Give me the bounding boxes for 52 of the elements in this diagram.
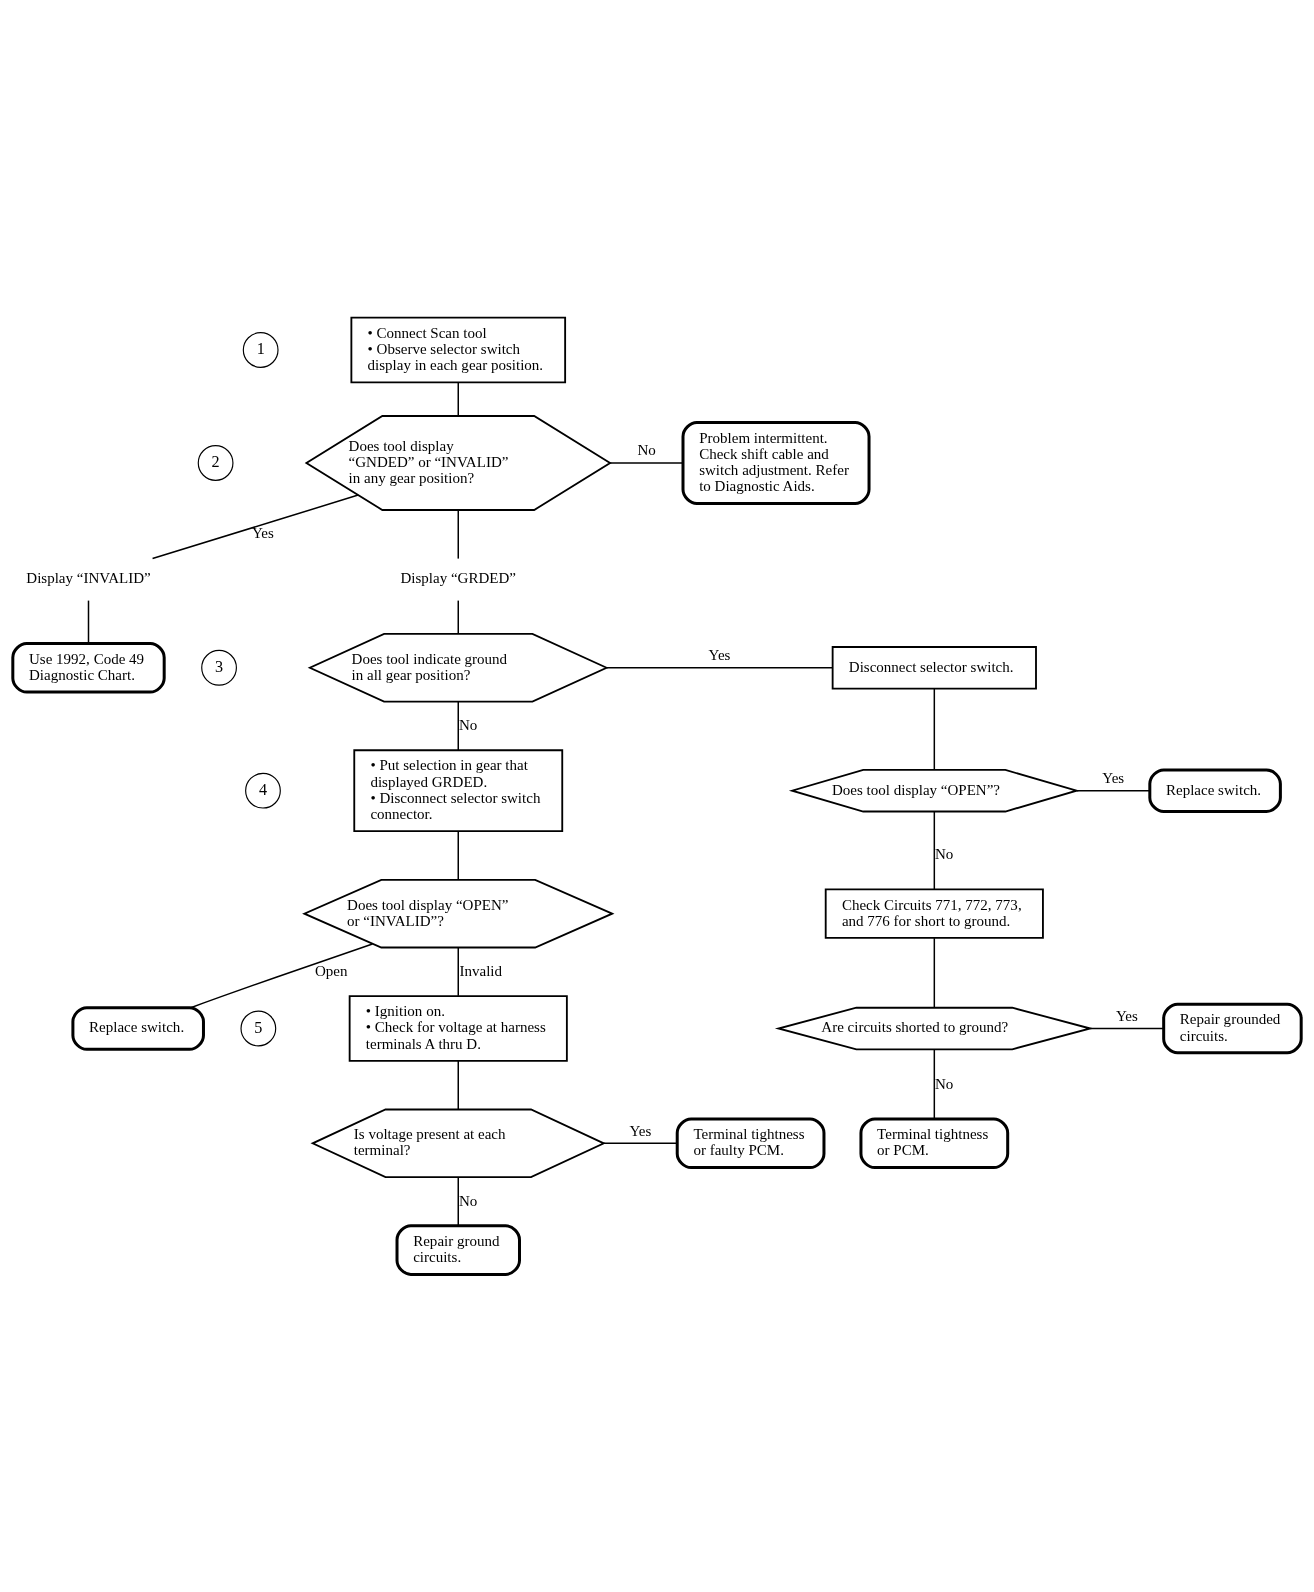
connector — [457, 509, 459, 560]
connector — [933, 1049, 936, 1120]
node-box: • Ignition on. • Check for voltage at harness terminals A thru D. — [348, 995, 568, 1062]
edge-label: No — [637, 442, 656, 459]
connector — [457, 701, 459, 751]
edge-label: Yes — [252, 525, 274, 542]
node-circle: 1 — [242, 332, 279, 368]
node-circle: 2 — [197, 445, 234, 481]
node-box: Disconnect selector switch. — [831, 646, 1037, 690]
connector — [1076, 789, 1151, 792]
edge-label: Yes — [1116, 1007, 1138, 1024]
node-box: • Put selection in gear that displayed GRDED. • Disconnect selector switch connector. — [353, 749, 564, 833]
node-box: Problem intermittent. Check shift cable and switch adjustment. Refer to Diagnostic Aids. — [681, 421, 871, 505]
node-circle: 4 — [245, 772, 281, 809]
node-text: Display “INVALID” — [26, 570, 151, 587]
node-box: Terminal tightness or faulty PCM. — [675, 1117, 826, 1170]
connector — [1089, 1027, 1165, 1030]
edge-label: No — [458, 1192, 478, 1209]
edge-label: Open — [314, 962, 348, 979]
connector — [190, 943, 374, 1009]
connector — [457, 599, 459, 635]
node-text: Display “GRDED” — [400, 570, 517, 587]
node-box: • Connect Scan tool • Observe selector switch display in each gear position. — [350, 316, 567, 384]
connector — [933, 937, 936, 1009]
node-circle: 3 — [201, 649, 237, 686]
edge-label: Yes — [1102, 770, 1125, 787]
connector — [602, 1142, 678, 1145]
edge-label: No — [934, 846, 954, 863]
node-box: Use 1992, Code 49 Diagnostic Chart. — [11, 642, 166, 694]
edge-label: No — [458, 716, 478, 733]
node-box: Terminal tightness or PCM. — [859, 1117, 1010, 1170]
connector — [457, 381, 459, 417]
connector — [457, 1060, 459, 1111]
edge-label: Invalid — [459, 962, 503, 979]
connector — [609, 462, 684, 464]
node-box: Repair grounded circuits. — [1162, 1002, 1303, 1055]
node-box: Replace switch. — [71, 1006, 205, 1051]
connector — [457, 830, 459, 881]
edge-label: Yes — [708, 647, 731, 664]
edge-label: No — [934, 1076, 954, 1093]
edge-label: Yes — [629, 1122, 652, 1139]
connector — [933, 811, 936, 890]
connector — [457, 1176, 459, 1227]
connector — [151, 494, 359, 560]
connector — [457, 946, 459, 997]
connector — [933, 688, 936, 771]
node-box: Repair ground circuits. — [395, 1224, 521, 1276]
node-box: Replace switch. — [1148, 768, 1282, 813]
connector — [87, 599, 90, 645]
connector — [605, 667, 834, 669]
node-box: Check Circuits 771, 772, 773, and 776 for short to ground. — [824, 888, 1044, 939]
node-circle: 5 — [240, 1010, 277, 1047]
